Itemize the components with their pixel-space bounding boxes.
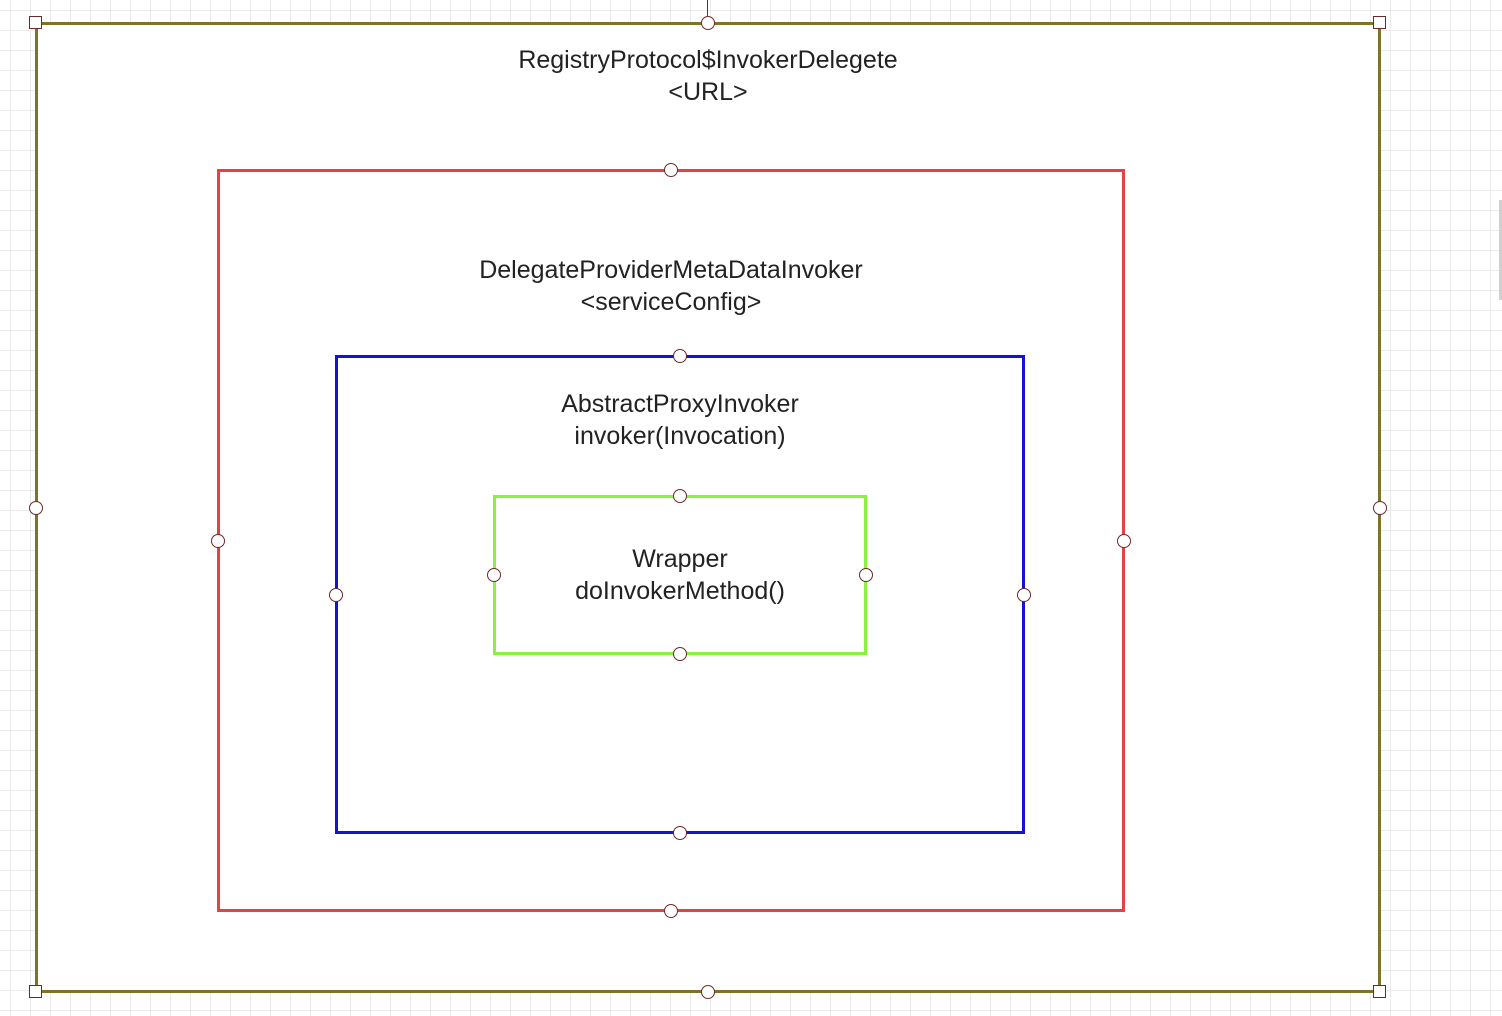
label-title: DelegateProviderMetaDataInvoker [479, 256, 863, 284]
connection-point-green-bottom[interactable] [673, 647, 687, 661]
connection-point-blue-left[interactable] [329, 588, 343, 602]
connection-point-outer-right[interactable] [1373, 501, 1387, 515]
label-title: AbstractProxyInvoker [561, 390, 799, 418]
connection-point-red-right[interactable] [1117, 534, 1131, 548]
label-subtitle: <URL> [668, 78, 748, 106]
connection-point-red-bottom[interactable] [664, 904, 678, 918]
resize-handle-top-right[interactable] [1373, 16, 1386, 29]
label-title: Wrapper [632, 545, 728, 573]
label-subtitle: doInvokerMethod() [575, 577, 785, 605]
resize-handle-bottom-right[interactable] [1373, 985, 1386, 998]
connection-point-outer-top[interactable] [701, 16, 715, 30]
label-subtitle: <serviceConfig> [580, 288, 762, 316]
label-registry-protocol-invoker-delegete: RegistryProtocol$InvokerDelegete <URL> [408, 44, 1008, 108]
connection-point-outer-left[interactable] [29, 501, 43, 515]
connection-point-blue-right[interactable] [1017, 588, 1031, 602]
selection-rotate-stem [707, 0, 708, 16]
label-title: RegistryProtocol$InvokerDelegete [518, 46, 898, 74]
connection-point-red-top[interactable] [664, 163, 678, 177]
connection-point-blue-top[interactable] [673, 349, 687, 363]
label-subtitle: invoker(Invocation) [574, 422, 786, 450]
connection-point-green-right[interactable] [859, 568, 873, 582]
resize-handle-top-left[interactable] [29, 16, 42, 29]
label-abstract-proxy-invoker: AbstractProxyInvoker invoker(Invocation) [380, 388, 980, 452]
label-delegate-provider-meta-data-invoker: DelegateProviderMetaDataInvoker <service… [371, 254, 971, 318]
label-wrapper: Wrapper doInvokerMethod() [380, 543, 980, 607]
vertical-scrollbar[interactable] [1499, 200, 1502, 300]
connection-point-blue-bottom[interactable] [673, 826, 687, 840]
connection-point-green-left[interactable] [487, 568, 501, 582]
connection-point-outer-bottom[interactable] [701, 985, 715, 999]
connection-point-red-left[interactable] [211, 534, 225, 548]
connection-point-green-top[interactable] [673, 489, 687, 503]
resize-handle-bottom-left[interactable] [29, 985, 42, 998]
